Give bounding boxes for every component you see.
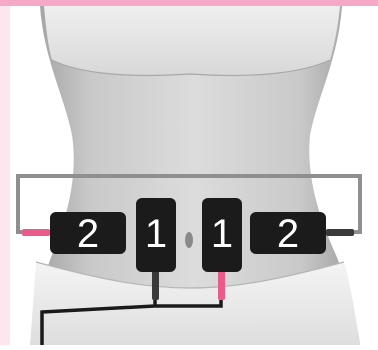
bra-band [44,6,340,75]
pad-right-2 [250,212,326,254]
left-accent-stripe [0,0,10,345]
pad-center-right-1 [202,198,242,272]
top-banner [0,0,378,6]
pad-left-2 [50,212,126,254]
connector-dark-right [326,229,354,236]
connector-pink-left [22,229,50,236]
pad-center-left-1 [136,198,176,272]
connector-dark-center [152,270,159,300]
connector-pink-center [218,270,225,300]
navel [185,232,193,248]
